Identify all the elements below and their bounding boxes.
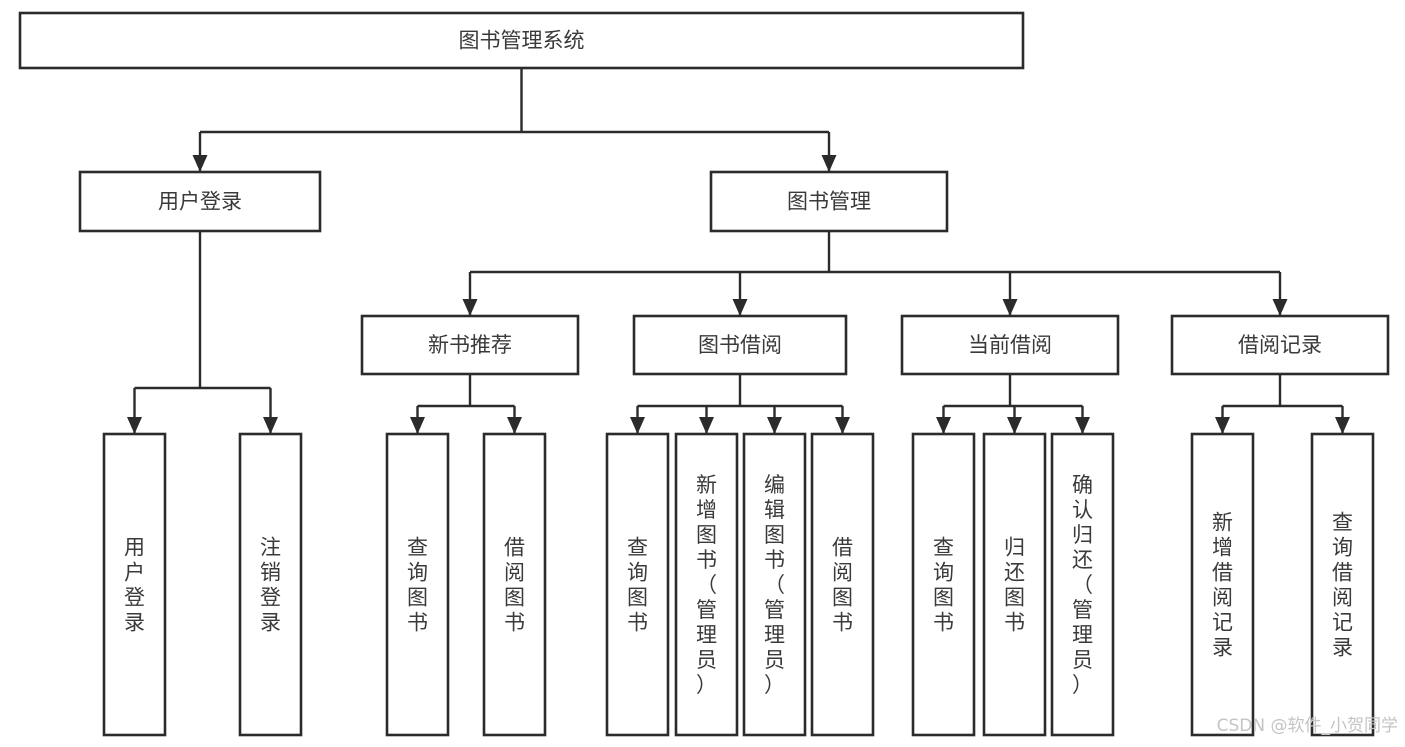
- node-book-borrow-label: 图书借阅: [698, 333, 782, 357]
- node-leaf-add-record[interactable]: 新增借阅记录: [1190, 432, 1255, 737]
- node-leaf-query-book-cur-box: [911, 432, 976, 737]
- book-manage-to-level3-arrow-2: [1002, 299, 1018, 316]
- watermark-label: CSDN @软件_小贺同学: [1217, 716, 1398, 736]
- node-leaf-query-record[interactable]: 查询借阅记录: [1310, 432, 1375, 737]
- node-leaf-query-book-cur-label: 查询图书: [933, 536, 954, 635]
- node-leaf-query-book-rec-label: 查询图书: [407, 536, 428, 635]
- node-root-root-label: 图书管理系统: [459, 29, 585, 53]
- borrow-record-to-leaves-arrow-1: [1335, 417, 1350, 434]
- node-leaf-confirm-return[interactable]: 确认归还（管理员）: [1050, 432, 1115, 737]
- node-user-login-label: 用户登录: [158, 190, 242, 214]
- node-current-borrow-box: [900, 314, 1120, 376]
- node-leaf-add-record-label: 新增借阅记录: [1212, 511, 1233, 660]
- book-manage-to-level3-arrow-0: [462, 299, 478, 316]
- node-borrow-record[interactable]: 借阅记录: [1170, 314, 1390, 376]
- node-leaf-confirm-return-box: [1050, 432, 1115, 737]
- node-leaf-borrow-book-rec[interactable]: 借阅图书: [482, 432, 547, 737]
- book-borrow-to-leaves-arrow-3: [835, 417, 850, 434]
- node-root-root-box: [18, 11, 1025, 70]
- node-leaf-edit-book-box: [742, 432, 807, 737]
- node-user-login-box: [78, 170, 322, 233]
- node-book-manage-box: [709, 170, 949, 233]
- user-login-to-leaves-arrow-1: [263, 417, 278, 434]
- new-book-rec-to-leaves-arrow-0: [410, 417, 425, 434]
- user-login-to-leaves-arrow-0: [127, 417, 142, 434]
- node-book-borrow[interactable]: 图书借阅: [632, 314, 848, 376]
- book-borrow-to-leaves-arrow-1: [699, 417, 714, 434]
- node-leaf-edit-book[interactable]: 编辑图书（管理员）: [742, 432, 807, 737]
- node-leaf-borrow-book-box: [810, 432, 875, 737]
- node-current-borrow-label: 当前借阅: [968, 333, 1052, 357]
- node-layer: 图书管理系统用户登录图书管理新书推荐图书借阅当前借阅借阅记录用户登录注销登录查询…: [18, 11, 1390, 737]
- node-current-borrow[interactable]: 当前借阅: [900, 314, 1120, 376]
- node-leaf-return-book-label: 归还图书: [1004, 536, 1025, 635]
- root-to-level2-arrow-1: [821, 155, 837, 172]
- current-borrow-to-leaves-arrow-1: [1007, 417, 1022, 434]
- node-new-book-rec[interactable]: 新书推荐: [360, 314, 580, 376]
- node-leaf-add-book-label: 新增图书（管理员）: [696, 473, 717, 697]
- node-leaf-query-record-label: 查询借阅记录: [1332, 511, 1353, 660]
- node-leaf-user-login[interactable]: 用户登录: [102, 432, 167, 737]
- borrow-record-to-leaves-arrow-0: [1215, 417, 1230, 434]
- node-leaf-query-book-borrow[interactable]: 查询图书: [605, 432, 670, 737]
- node-book-manage[interactable]: 图书管理: [709, 170, 949, 233]
- node-leaf-edit-book-label: 编辑图书（管理员）: [764, 473, 785, 697]
- node-leaf-confirm-return-label: 确认归还（管理员）: [1072, 473, 1093, 697]
- node-leaf-borrow-book-label: 借阅图书: [832, 536, 853, 635]
- node-leaf-borrow-book-rec-box: [482, 432, 547, 737]
- node-leaf-add-record-box: [1190, 432, 1255, 737]
- node-book-manage-label: 图书管理: [787, 190, 871, 214]
- node-leaf-query-book-cur[interactable]: 查询图书: [911, 432, 976, 737]
- node-leaf-add-book[interactable]: 新增图书（管理员）: [674, 432, 739, 737]
- current-borrow-to-leaves-arrow-0: [936, 417, 951, 434]
- node-leaf-query-record-box: [1310, 432, 1375, 737]
- node-new-book-rec-box: [360, 314, 580, 376]
- node-leaf-return-book[interactable]: 归还图书: [982, 432, 1047, 737]
- book-manage-to-level3-arrow-3: [1272, 299, 1288, 316]
- node-borrow-record-box: [1170, 314, 1390, 376]
- node-user-login[interactable]: 用户登录: [78, 170, 322, 233]
- node-leaf-add-book-box: [674, 432, 739, 737]
- node-leaf-logout[interactable]: 注销登录: [238, 432, 303, 737]
- node-leaf-logout-box: [238, 432, 303, 737]
- new-book-rec-to-leaves-arrow-1: [507, 417, 522, 434]
- node-leaf-query-book-borrow-box: [605, 432, 670, 737]
- node-root-root[interactable]: 图书管理系统: [18, 11, 1025, 70]
- connector-layer: [127, 68, 1350, 434]
- node-leaf-borrow-book[interactable]: 借阅图书: [810, 432, 875, 737]
- node-leaf-query-book-rec-box: [385, 432, 450, 737]
- node-book-borrow-box: [632, 314, 848, 376]
- node-leaf-user-login-box: [102, 432, 167, 737]
- current-borrow-to-leaves-arrow-2: [1075, 417, 1090, 434]
- node-leaf-query-book-rec[interactable]: 查询图书: [385, 432, 450, 737]
- node-leaf-borrow-book-rec-label: 借阅图书: [504, 536, 525, 635]
- node-leaf-return-book-box: [982, 432, 1047, 737]
- node-borrow-record-label: 借阅记录: [1238, 333, 1322, 357]
- book-manage-to-level3-arrow-1: [732, 299, 748, 316]
- node-leaf-user-login-label: 用户登录: [124, 536, 145, 635]
- node-leaf-query-book-borrow-label: 查询图书: [627, 536, 648, 635]
- root-to-level2-arrow-0: [192, 155, 208, 172]
- node-leaf-logout-label: 注销登录: [260, 536, 281, 635]
- node-new-book-rec-label: 新书推荐: [428, 333, 512, 357]
- book-borrow-to-leaves-arrow-0: [630, 417, 645, 434]
- book-borrow-to-leaves-arrow-2: [767, 417, 782, 434]
